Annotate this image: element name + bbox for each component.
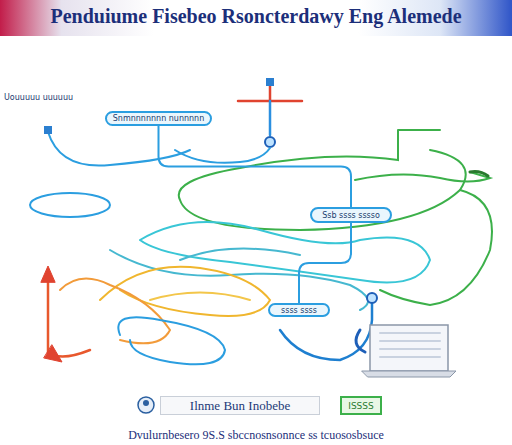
title: Penduiume Fisebeo Rsoncterdawy Eng Aleme…: [0, 5, 512, 28]
note-label: Uouuuuu uuuuuu: [4, 93, 73, 102]
node-text: Ilnme Bun Inobebe: [190, 398, 290, 414]
process-pill: Ssb ssss sssso: [310, 207, 392, 223]
node-text: ISSSS: [348, 401, 374, 411]
process-pill: ssss ssss: [268, 303, 330, 317]
node-text: Snmnnnnnnn nunnnnn: [113, 114, 204, 123]
node-text: Ssb ssss sssso: [322, 211, 380, 220]
connector: [299, 223, 351, 303]
node-text: ssss ssss: [281, 306, 317, 315]
info-box: Ilnme Bun Inobebe: [160, 396, 320, 415]
caption: Dvulurnbesero 9S.S sbccnosnsonnce ss tcu…: [0, 428, 512, 443]
status-box: ISSSS: [340, 396, 382, 415]
connector: [159, 126, 352, 207]
process-pill: Snmnnnnnnn nunnnnn: [105, 111, 212, 126]
